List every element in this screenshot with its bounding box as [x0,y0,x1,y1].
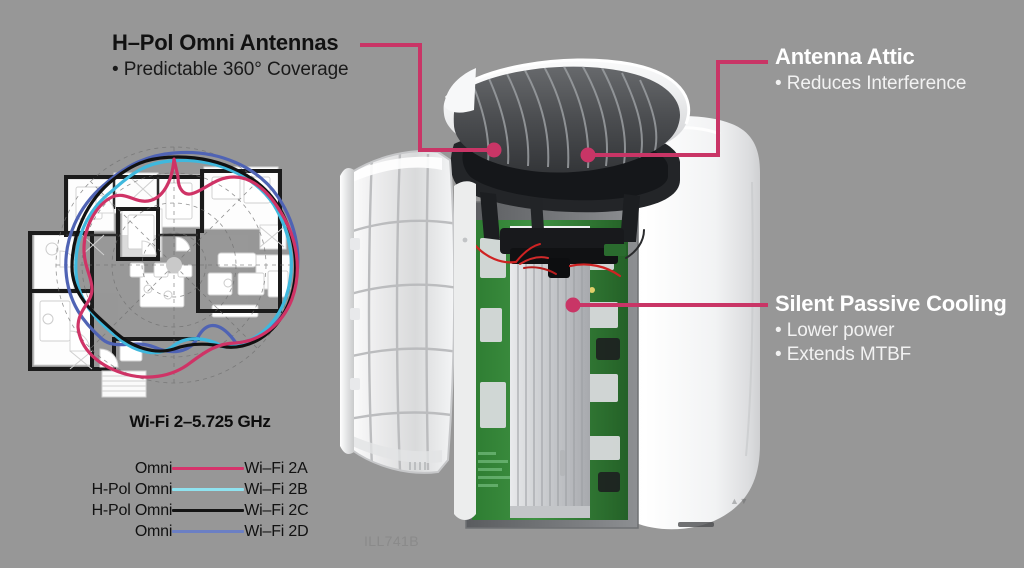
floor-plan-rooms [28,166,291,398]
legend-color-swatch [172,500,245,521]
legend-row: Omni Wi–Fi 2A [92,458,309,479]
callout-title: H–Pol Omni Antennas [112,30,339,55]
svg-text:▲▼: ▲▼ [730,496,749,506]
illustration-code: ILL741B [364,533,419,549]
legend-color-swatch [172,458,245,479]
contour-wifi-2d [64,150,300,354]
legend-color-swatch [172,479,245,500]
callout-antenna-attic: Antenna Attic • Reduces Interference [775,44,966,96]
callout-bullet: • Extends MTBF [775,343,912,365]
callout-bullet: • Reduces Interference [775,73,967,94]
legend-row: H-Pol Omni Wi–Fi 2C [92,500,309,521]
callout-bullet: • Lower power [775,320,895,341]
legend-antenna-type: Omni [134,459,173,477]
legend-row: H-Pol Omni Wi–Fi 2B [92,479,309,500]
legend-color-swatch [172,521,245,542]
legend-antenna-type: H-Pol Omni [91,501,173,519]
legend-radio-name: Wi–Fi 2A [244,459,308,477]
callout-silent-passive-cooling: Silent Passive Cooling • Lower power • E… [775,291,1007,367]
legend-antenna-type: H-Pol Omni [91,480,173,498]
contour-wifi-2b [74,158,293,355]
legend-radio-name: Wi–Fi 2B [244,480,308,498]
front-radome-panel [340,150,456,474]
callout-bullet: • Predictable 360° Coverage [112,59,349,80]
chassis-spine [454,181,476,520]
legend-radio-name: Wi–Fi 2D [244,522,309,540]
legend: Wi-Fi 2–5.725 GHz Omni Wi–Fi 2A H-Pol Om… [60,412,340,542]
legend-antenna-type: Omni [134,522,173,540]
legend-row: Omni Wi–Fi 2D [92,521,309,542]
product-render: ▲▼ [334,52,794,552]
stairs [101,370,147,398]
callout-h-pol-omni-antennas: H–Pol Omni Antennas • Predictable 360° C… [112,30,349,82]
callout-title: Silent Passive Cooling [775,291,1007,316]
callout-title: Antenna Attic [775,44,915,69]
access-point-marker [166,257,182,273]
floor-plan-rf-coverage [22,143,322,398]
legend-table: Omni Wi–Fi 2A H-Pol Omni Wi–Fi 2B H-Pol … [92,458,309,542]
legend-radio-name: Wi–Fi 2C [244,501,309,519]
legend-heading: Wi-Fi 2–5.725 GHz [129,412,271,431]
contour-wifi-2a [76,157,299,379]
brand-logo-mark: ▲▼ [730,496,749,506]
